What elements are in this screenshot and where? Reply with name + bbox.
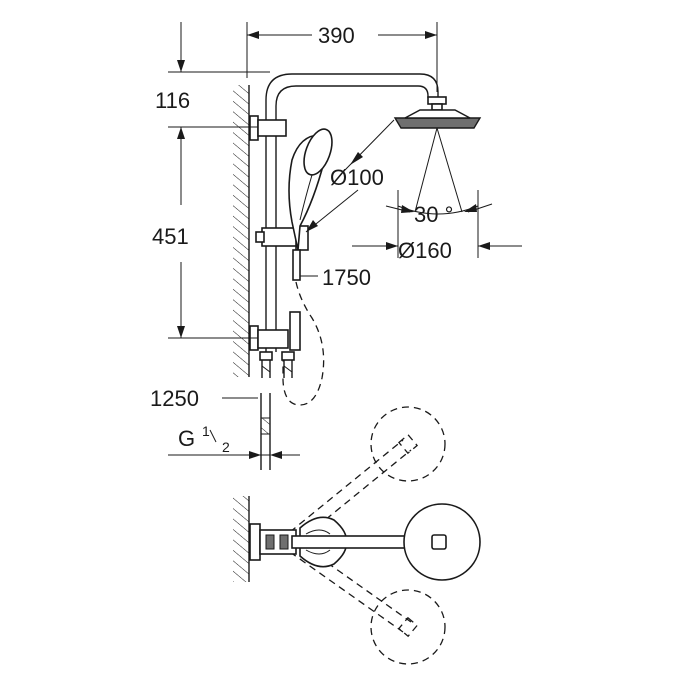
dim-bar-height-451: 451 — [152, 224, 189, 249]
dim-hose-length-1250: 1250 — [150, 386, 199, 411]
dim-height-1750: 1750 — [322, 265, 371, 290]
hose-dashed — [282, 281, 325, 406]
dim-top-height-116: 116 — [155, 88, 190, 113]
dim-width-390: 390 — [318, 23, 355, 48]
front-view — [233, 73, 482, 470]
mixer-outlet — [259, 311, 301, 378]
dim-spray-angle: 30 ° — [414, 202, 453, 227]
wall-hatching — [233, 85, 250, 377]
dimension-labels: 390 116 451 Ø100 30 ° Ø160 1750 1250 G 1… — [150, 23, 453, 455]
shower-head — [393, 96, 482, 129]
wall-hatching-top-view — [233, 496, 250, 582]
dim-thread-letter: G — [178, 426, 195, 451]
dim-thread-numerator: 1 — [202, 423, 210, 439]
wall-bracket-top — [249, 115, 287, 141]
dimension-lines — [168, 22, 522, 459]
top-view — [233, 406, 481, 665]
dim-hand-shower-diameter: Ø100 — [330, 165, 384, 190]
dim-head-diameter: Ø160 — [398, 238, 452, 263]
connection-pipe — [260, 393, 271, 470]
hand-shower — [288, 128, 333, 281]
wall-mount-top-view — [249, 516, 348, 568]
dim-thread-denominator: 2 — [222, 439, 230, 455]
overhead-arm-top-view — [291, 503, 481, 581]
